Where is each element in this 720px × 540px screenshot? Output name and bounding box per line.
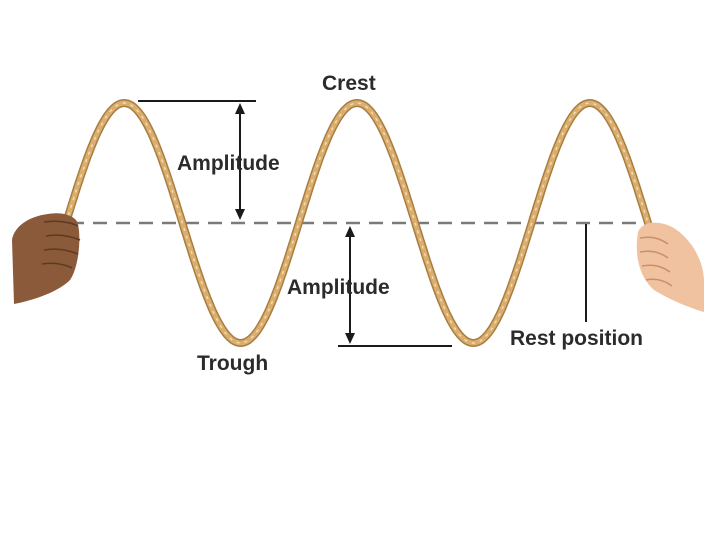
amplitude-upper-arrowhead-bottom xyxy=(235,209,245,220)
amplitude-lower-arrowhead-bottom xyxy=(345,333,355,344)
amplitude-lower-arrowhead-top xyxy=(345,226,355,237)
amplitude-upper-label: Amplitude xyxy=(177,152,280,175)
left-hand-illustration xyxy=(12,213,81,304)
crest-label: Crest xyxy=(322,72,376,95)
right-hand-illustration xyxy=(636,222,704,312)
rope-twist xyxy=(65,102,649,344)
amplitude-lower-label: Amplitude xyxy=(287,276,390,299)
trough-label: Trough xyxy=(197,352,268,375)
amplitude-upper-arrowhead-top xyxy=(235,103,245,114)
rest-position-label: Rest position xyxy=(510,327,643,350)
